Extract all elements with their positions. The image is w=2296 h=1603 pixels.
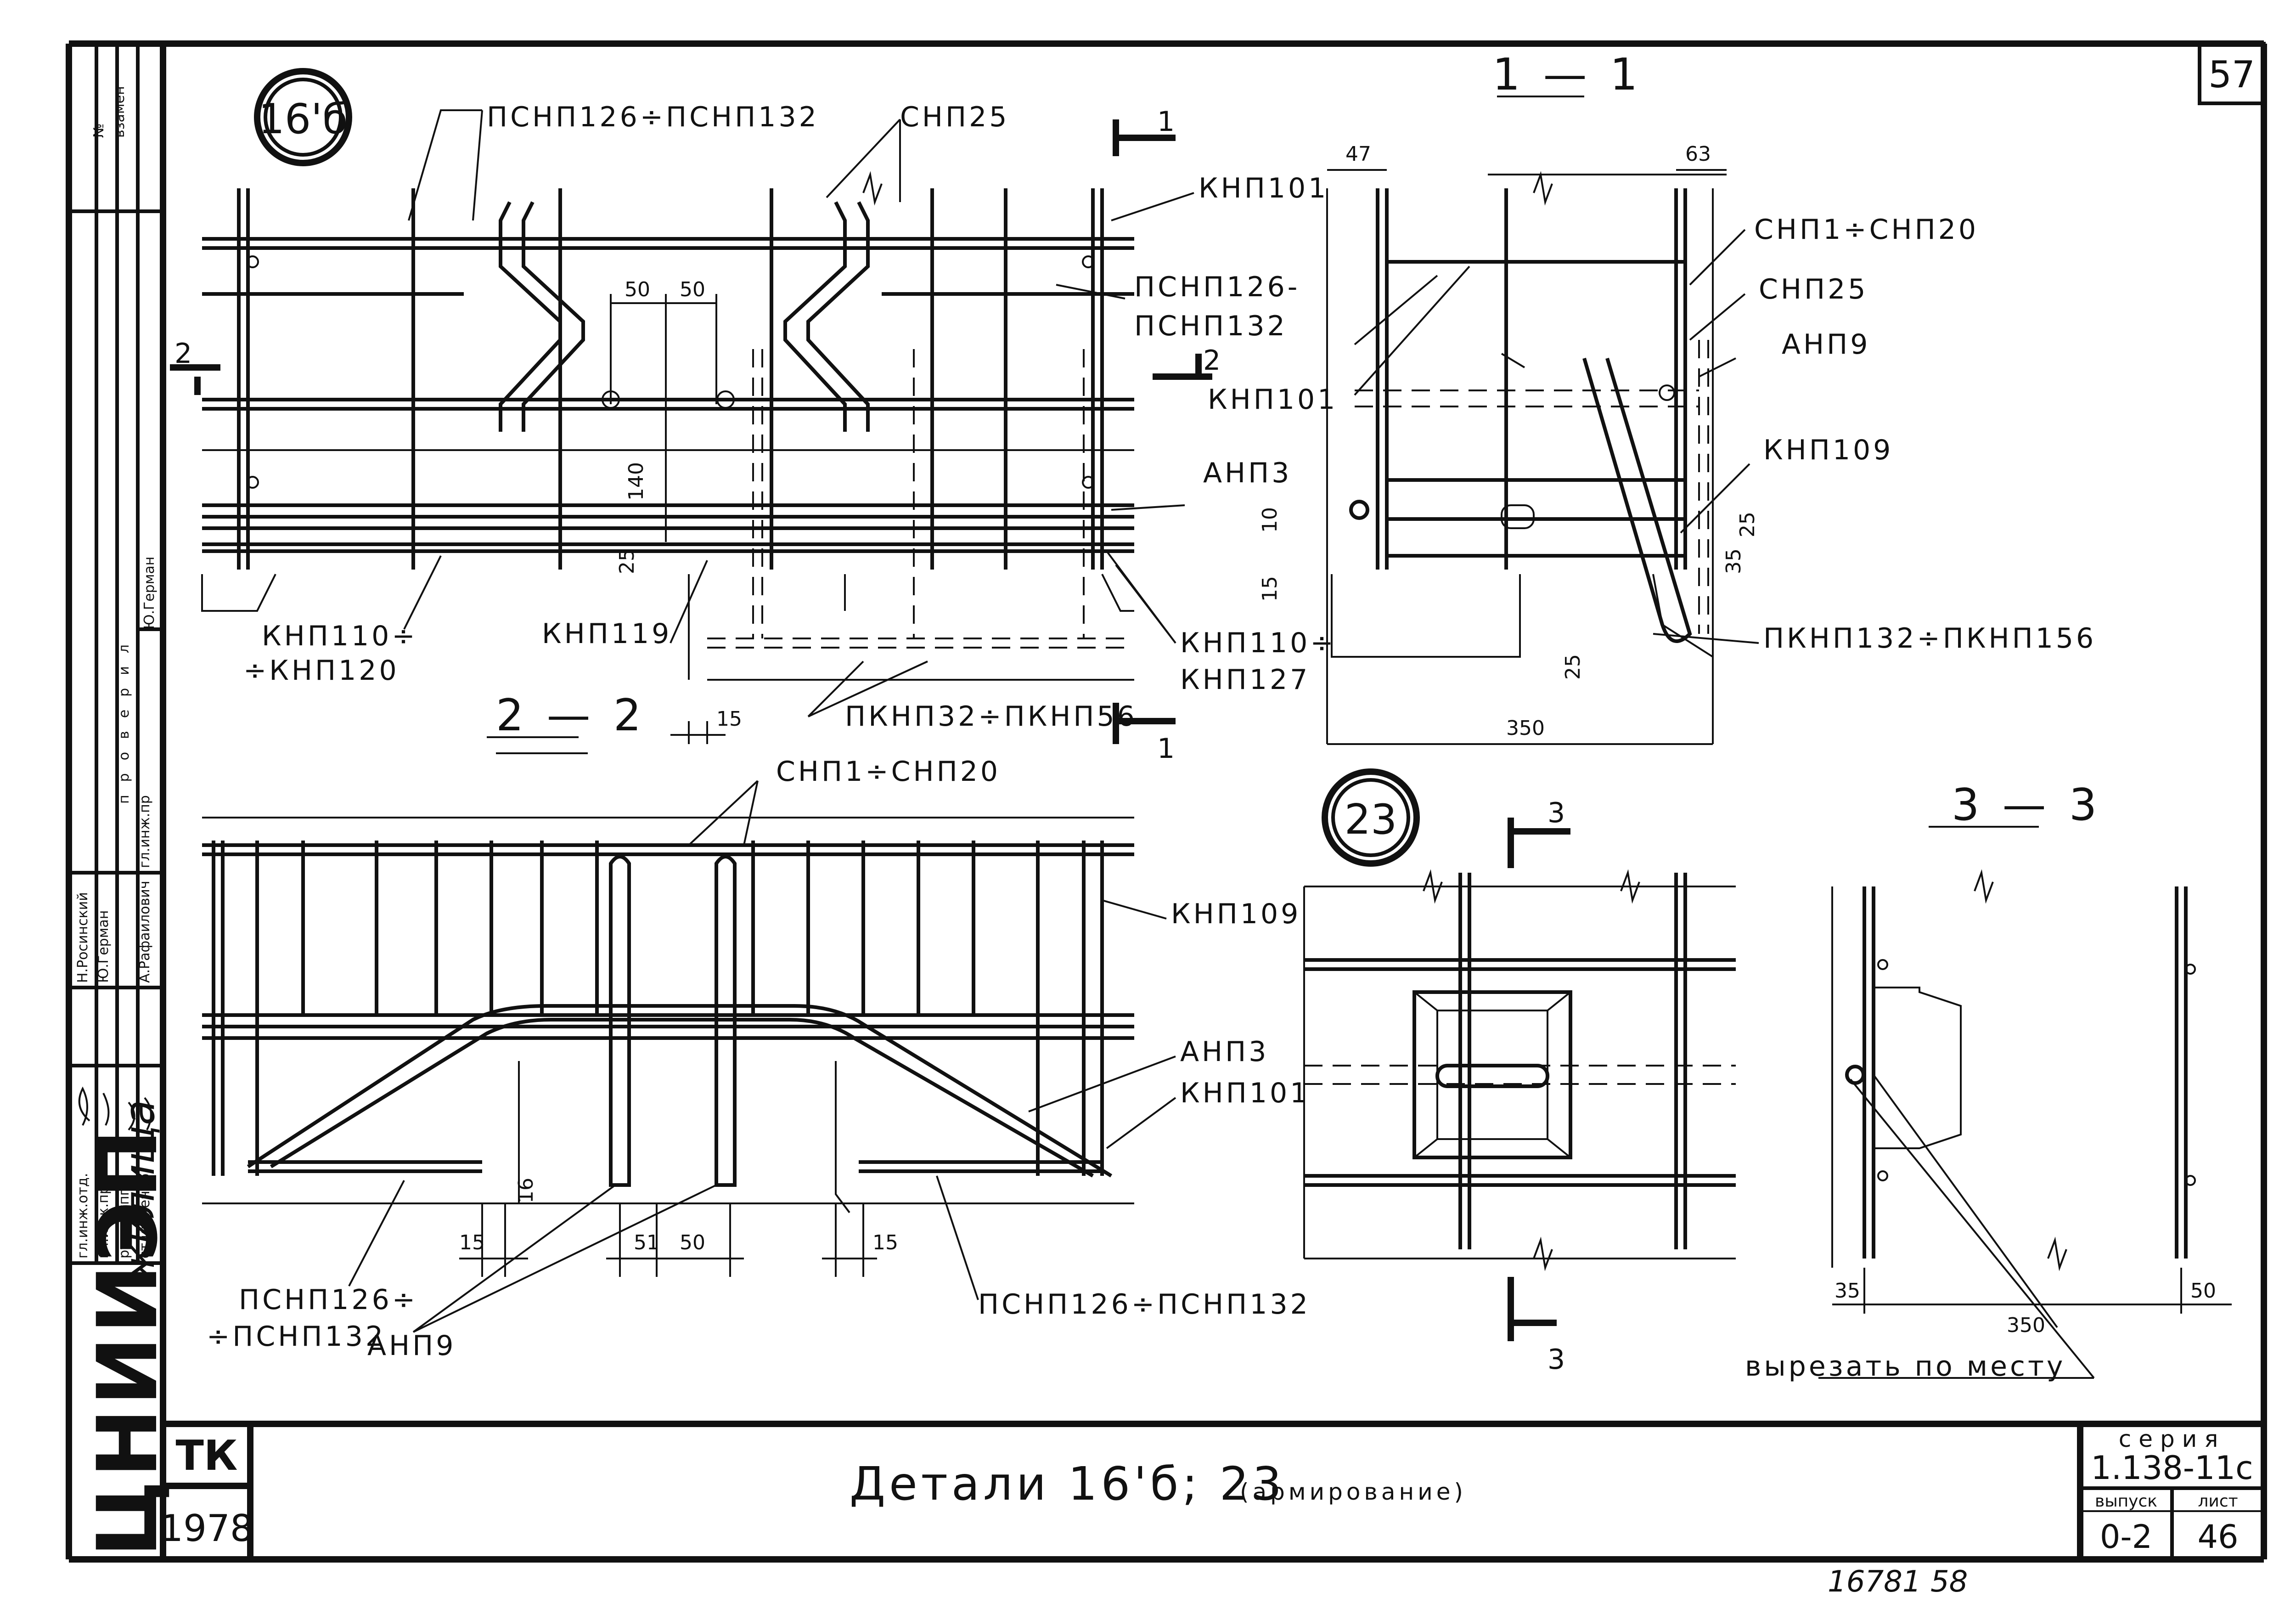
d16-cut-2: 2 [174, 338, 195, 370]
d23-cut-1: 3 [1548, 797, 1568, 829]
section-2-2-stirrups [212, 841, 1104, 1176]
s11-label-5: КНП109 [1763, 434, 1893, 466]
s22-label-6: ÷ПСНП132 [207, 1321, 386, 1353]
break-marks [862, 171, 2067, 1271]
d16-cut-3: 2 [1203, 344, 1223, 377]
d16-label-1: ПСНП126÷ПСНП132 [487, 101, 819, 133]
s11-dim-5: 25 [1736, 512, 1759, 537]
d16-dim-1: 50 [625, 278, 650, 301]
s33-dim-1: 35 [1835, 1279, 1860, 1303]
drawing-title-note: (армирование) [1240, 1479, 1467, 1505]
issue-label: выпуск [2095, 1492, 2157, 1511]
s22-label-7: АНП9 [367, 1330, 456, 1362]
d16-label-10: КНП110÷ [1180, 627, 1336, 659]
d16-label-9: КНП119 [542, 618, 672, 650]
sheet-value: 46 [2197, 1518, 2238, 1556]
left-stamp [69, 44, 163, 1265]
sheet-frame [66, 40, 2267, 1563]
s22-dim-5: 15 [872, 1231, 898, 1254]
d16-cut-1: 1 [1157, 106, 1177, 138]
d16-dim-4: 25 [615, 548, 639, 574]
s11-dim-6: 35 [1722, 548, 1745, 574]
s33-dim-2: 350 [2007, 1314, 2045, 1337]
d16-dim-3: 140 [625, 462, 648, 501]
stamp-role-3: рук.группы [116, 1176, 132, 1259]
d16-label-4: ПСНП126- [1134, 271, 1300, 303]
d16-label-7: КНП110÷ [262, 620, 418, 652]
stamp-col-no: № [91, 124, 107, 138]
sheet-label: лист [2198, 1492, 2238, 1511]
stamp-checked-name: Ю.Герман [141, 557, 158, 629]
org-block: ЦНИИЭП [80, 1126, 176, 1557]
stamp-col-replaces: взамен [112, 86, 128, 138]
s11-dim-1: 47 [1345, 142, 1371, 166]
s11-dim-7: 25 [1561, 654, 1585, 680]
stamp-name-3: А.Рафаилович [137, 881, 153, 983]
bottom-number: 16781 58 [1828, 1565, 1968, 1599]
d23-cut-2: 3 [1548, 1343, 1568, 1376]
s33-dim-3: 50 [2190, 1279, 2216, 1303]
s22-dim-4: 50 [680, 1231, 705, 1254]
s11-label-3: АНП9 [1782, 328, 1870, 361]
s33-note: вырезать по месту [1745, 1350, 2065, 1383]
d16-label-12: ПКНП32÷ПКНП56 [845, 700, 1137, 733]
detail-23-marker: 23 [1345, 796, 1397, 844]
d16-label-3: КНП101 [1199, 172, 1328, 204]
section-3-3-title: 3 — 3 [1952, 780, 2101, 830]
stamp-role-4: ст.инженер [137, 1174, 153, 1259]
detail-16b-drawing [170, 68, 1212, 744]
s22-label-8: ПСНП126÷ПСНП132 [978, 1288, 1311, 1321]
d16-cut-4: 1 [1157, 733, 1177, 765]
year-label: 1978 [160, 1507, 253, 1550]
detail-23-drawing [1303, 768, 1736, 1341]
s11-dim-4: 15 [1258, 576, 1282, 602]
stamp-name-1: Н.Росинский [75, 892, 91, 983]
s11-dim-8: 350 [1506, 717, 1545, 740]
s11-label-1: СНП1÷СНП20 [1754, 214, 1979, 246]
s22-dim-3: 51 [634, 1231, 659, 1254]
series-value: 1.138-11с [2091, 1449, 2253, 1487]
d16-label-8: ÷КНП120 [243, 655, 400, 687]
d16-label-2: СНП25 [900, 101, 1009, 133]
tk-label: ТК [176, 1432, 238, 1480]
section-1-1-title: 1 — 1 [1492, 50, 1642, 100]
s22-dim-2: 16 [514, 1178, 538, 1203]
drawing-title: Детали 16'б; 23 [850, 1457, 1285, 1511]
stamp-role-1: гл.инж.отд. [75, 1173, 91, 1259]
s11-dim-3: 10 [1258, 507, 1282, 533]
s22-dim-1: 15 [459, 1231, 485, 1254]
detail-16b-marker: 16'б [259, 95, 348, 143]
issue-value: 0-2 [2100, 1518, 2152, 1556]
d16-dim-2: 50 [680, 278, 705, 301]
section-2-2-title: 2 — 2 [496, 690, 646, 741]
stamp-name-2: Ю.Герман [96, 910, 112, 983]
title-block [163, 1424, 2264, 1559]
org-sub: жилища [116, 1100, 164, 1282]
stamp-checked-header: проверил [116, 632, 132, 804]
s11-dim-2: 63 [1685, 142, 1711, 166]
signature-mark [78, 1086, 152, 1131]
d16-label-6: АНП3 [1203, 457, 1292, 489]
s11-label-2: СНП25 [1759, 273, 1868, 305]
s22-label-4: КНП101 [1180, 1077, 1310, 1109]
d16-label-11: КНП127 [1180, 664, 1310, 696]
section-3-3-drawing [1818, 826, 2232, 1379]
d16-label-5: ПСНП132 [1134, 310, 1288, 342]
series-label: серия [2119, 1426, 2226, 1452]
d16-dim-5: 15 [716, 707, 742, 731]
stamp-name-4: гл.инж.пр [137, 795, 153, 868]
s22-label-1: СНП1÷СНП20 [776, 756, 1001, 788]
section-1-1-drawing [1326, 96, 1759, 745]
top-right-number: 57 [2208, 53, 2255, 96]
stamp-role-2: гл.инж.пр. [96, 1181, 112, 1259]
section-2-2-drawing [202, 736, 1176, 1333]
s22-label-5: ПСНП126÷ [239, 1284, 418, 1316]
s22-label-3: АНП3 [1180, 1036, 1269, 1068]
s11-label-4: КНП101 [1208, 384, 1338, 416]
s22-label-2: КНП109 [1171, 898, 1301, 930]
s11-label-6: ПКНП132÷ПКНП156 [1763, 622, 2096, 655]
